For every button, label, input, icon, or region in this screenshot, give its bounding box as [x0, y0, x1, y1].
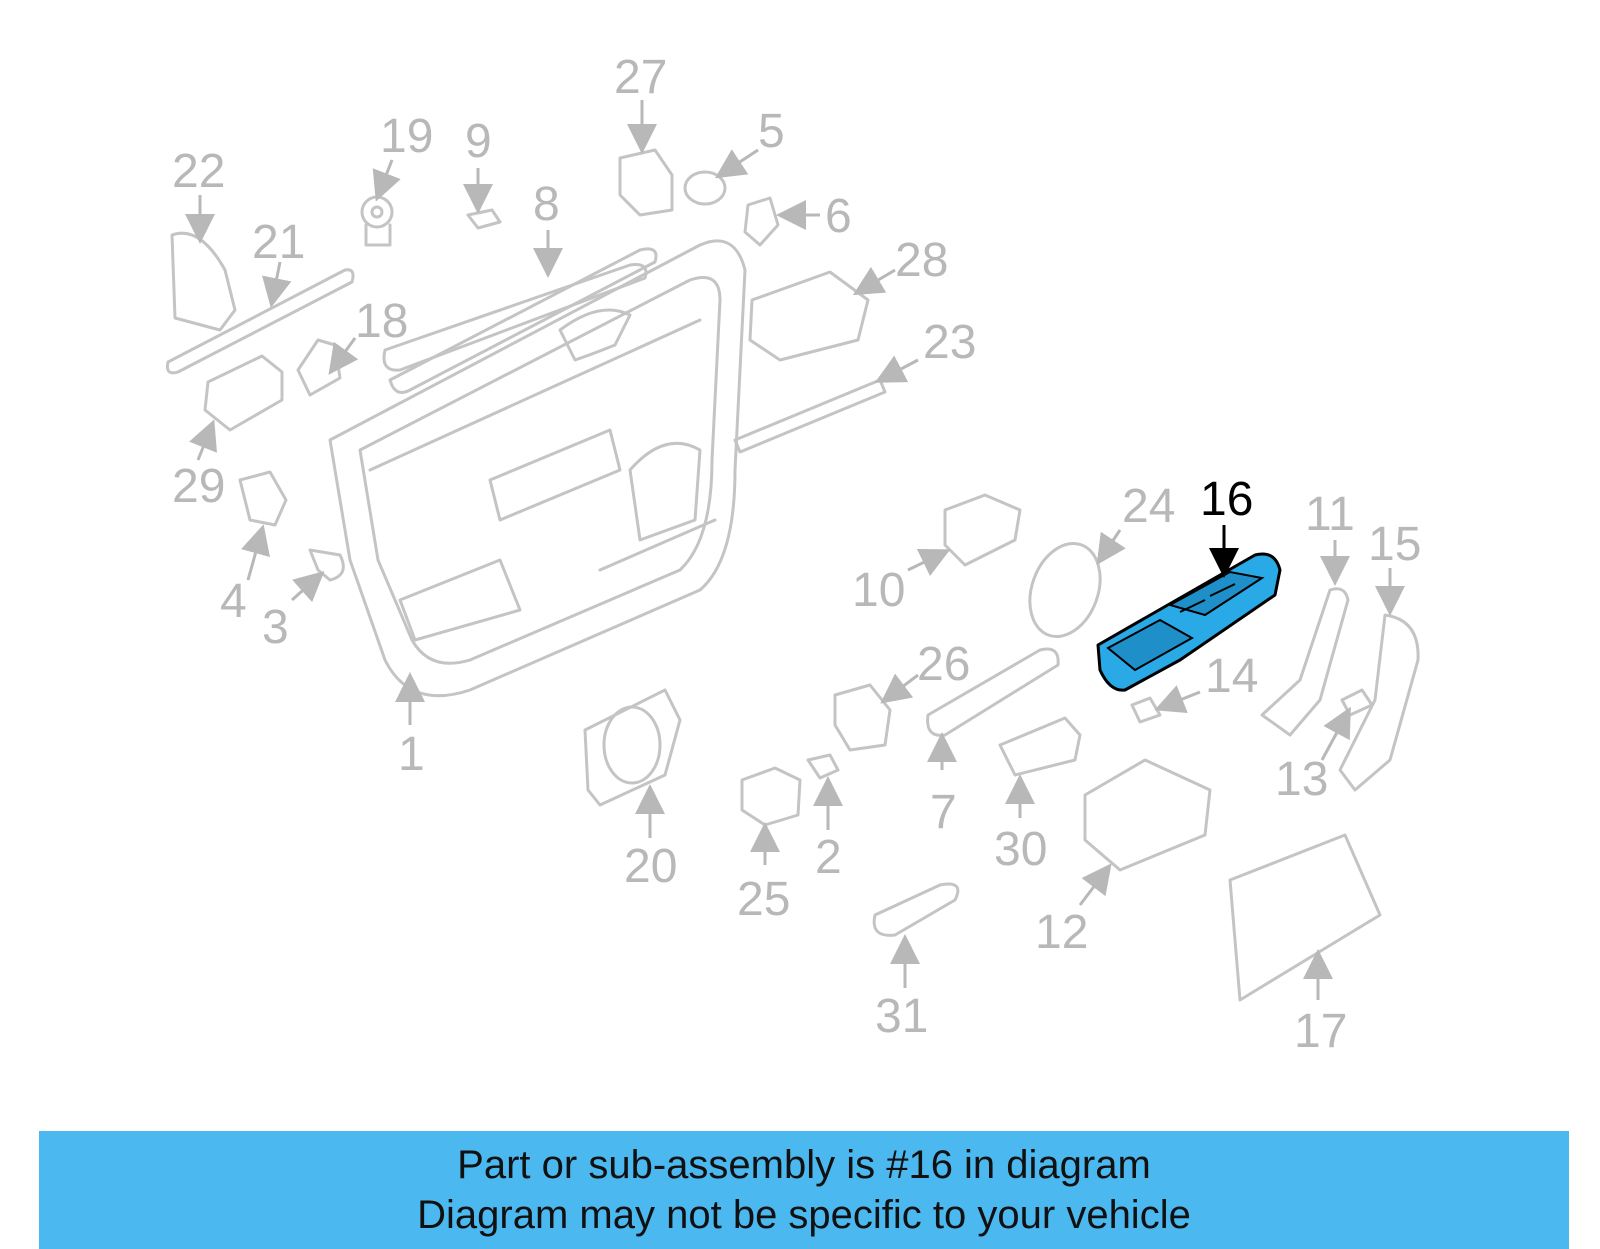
callout-2: 2: [815, 831, 842, 884]
part-15-trim: [1338, 613, 1420, 792]
part-26-switch: [833, 683, 892, 752]
part-23-weatherstrip: [733, 378, 887, 454]
callout-24: 24: [1122, 480, 1175, 533]
callout-14: 14: [1205, 650, 1258, 703]
callout-1: 1: [398, 728, 425, 781]
callout-10: 10: [852, 564, 905, 617]
callout-11: 11: [1305, 488, 1355, 541]
part-25-knob: [740, 766, 802, 827]
part-17-panel: [1228, 833, 1382, 1002]
banner-line-part: Part or sub-assembly is #16 in diagram: [457, 1143, 1151, 1187]
part-13-clip: [1340, 688, 1374, 717]
callout-6: 6: [825, 190, 852, 243]
part-10-bracket: [943, 493, 1022, 567]
callout-7: 7: [930, 786, 957, 839]
part-31-handle: [872, 882, 960, 937]
callout-12: 12: [1035, 906, 1088, 959]
info-banner: Part or sub-assembly is #16 in diagram D…: [39, 1131, 1569, 1249]
part-28-switch: [748, 270, 870, 362]
callout-9: 9: [465, 115, 492, 168]
part-6-clip: [743, 196, 780, 247]
part-21-molding: [166, 268, 355, 375]
callout-23: 23: [923, 316, 976, 369]
part-24-cover: [1028, 542, 1102, 638]
callout-16: 16: [1200, 473, 1253, 526]
callout-25: 25: [737, 873, 790, 926]
callout-4: 4: [220, 575, 247, 628]
part-2-screw: [806, 753, 840, 780]
callout-13: 13: [1275, 753, 1328, 806]
part-29-switch: [203, 354, 284, 432]
callout-8: 8: [533, 178, 560, 231]
part-22-corner-trim: [170, 231, 237, 332]
callout-31: 31: [875, 990, 928, 1043]
part-30-handle: [998, 716, 1082, 777]
part-20-speaker: [583, 688, 682, 807]
callout-15: 15: [1368, 518, 1421, 571]
part-16-switch-bezel: [1096, 552, 1282, 692]
callout-3: 3: [262, 601, 289, 654]
part-5-grommet: [683, 170, 727, 206]
part-27-bracket: [618, 148, 674, 217]
callout-19: 19: [380, 110, 433, 163]
callout-17: 17: [1294, 1005, 1347, 1058]
callout-28: 28: [895, 234, 948, 287]
callout-27: 27: [614, 51, 667, 104]
part-4-clip: [238, 470, 288, 527]
callout-5: 5: [758, 105, 785, 158]
callout-labels: 1 2 3 4 5 6 7 8 9 10 11 12 13 14 15 16 1…: [172, 51, 1421, 1058]
part-14-clip: [1130, 696, 1162, 724]
callout-30: 30: [994, 823, 1047, 876]
callout-22: 22: [172, 145, 225, 198]
part-8-upper-trim: [382, 263, 648, 372]
part-7-armrest-trim: [926, 647, 1060, 737]
part-11-trim: [1260, 587, 1350, 737]
callout-arrows: [185, 100, 1405, 1000]
callout-18: 18: [355, 295, 408, 348]
banner-line-disclaimer: Diagram may not be specific to your vehi…: [417, 1193, 1191, 1237]
part-9-clip: [466, 208, 502, 230]
callout-26: 26: [917, 638, 970, 691]
part-3-clip: [308, 548, 345, 582]
part-19-grommet: [360, 195, 394, 247]
parts-diagram: 1 2 3 4 5 6 7 8 9 10 11 12 13 14 15 16 1…: [166, 51, 1421, 1058]
callout-29: 29: [172, 460, 225, 513]
part-12-bracket: [1083, 758, 1212, 872]
callout-20: 20: [624, 840, 677, 893]
callout-21: 21: [252, 216, 305, 269]
